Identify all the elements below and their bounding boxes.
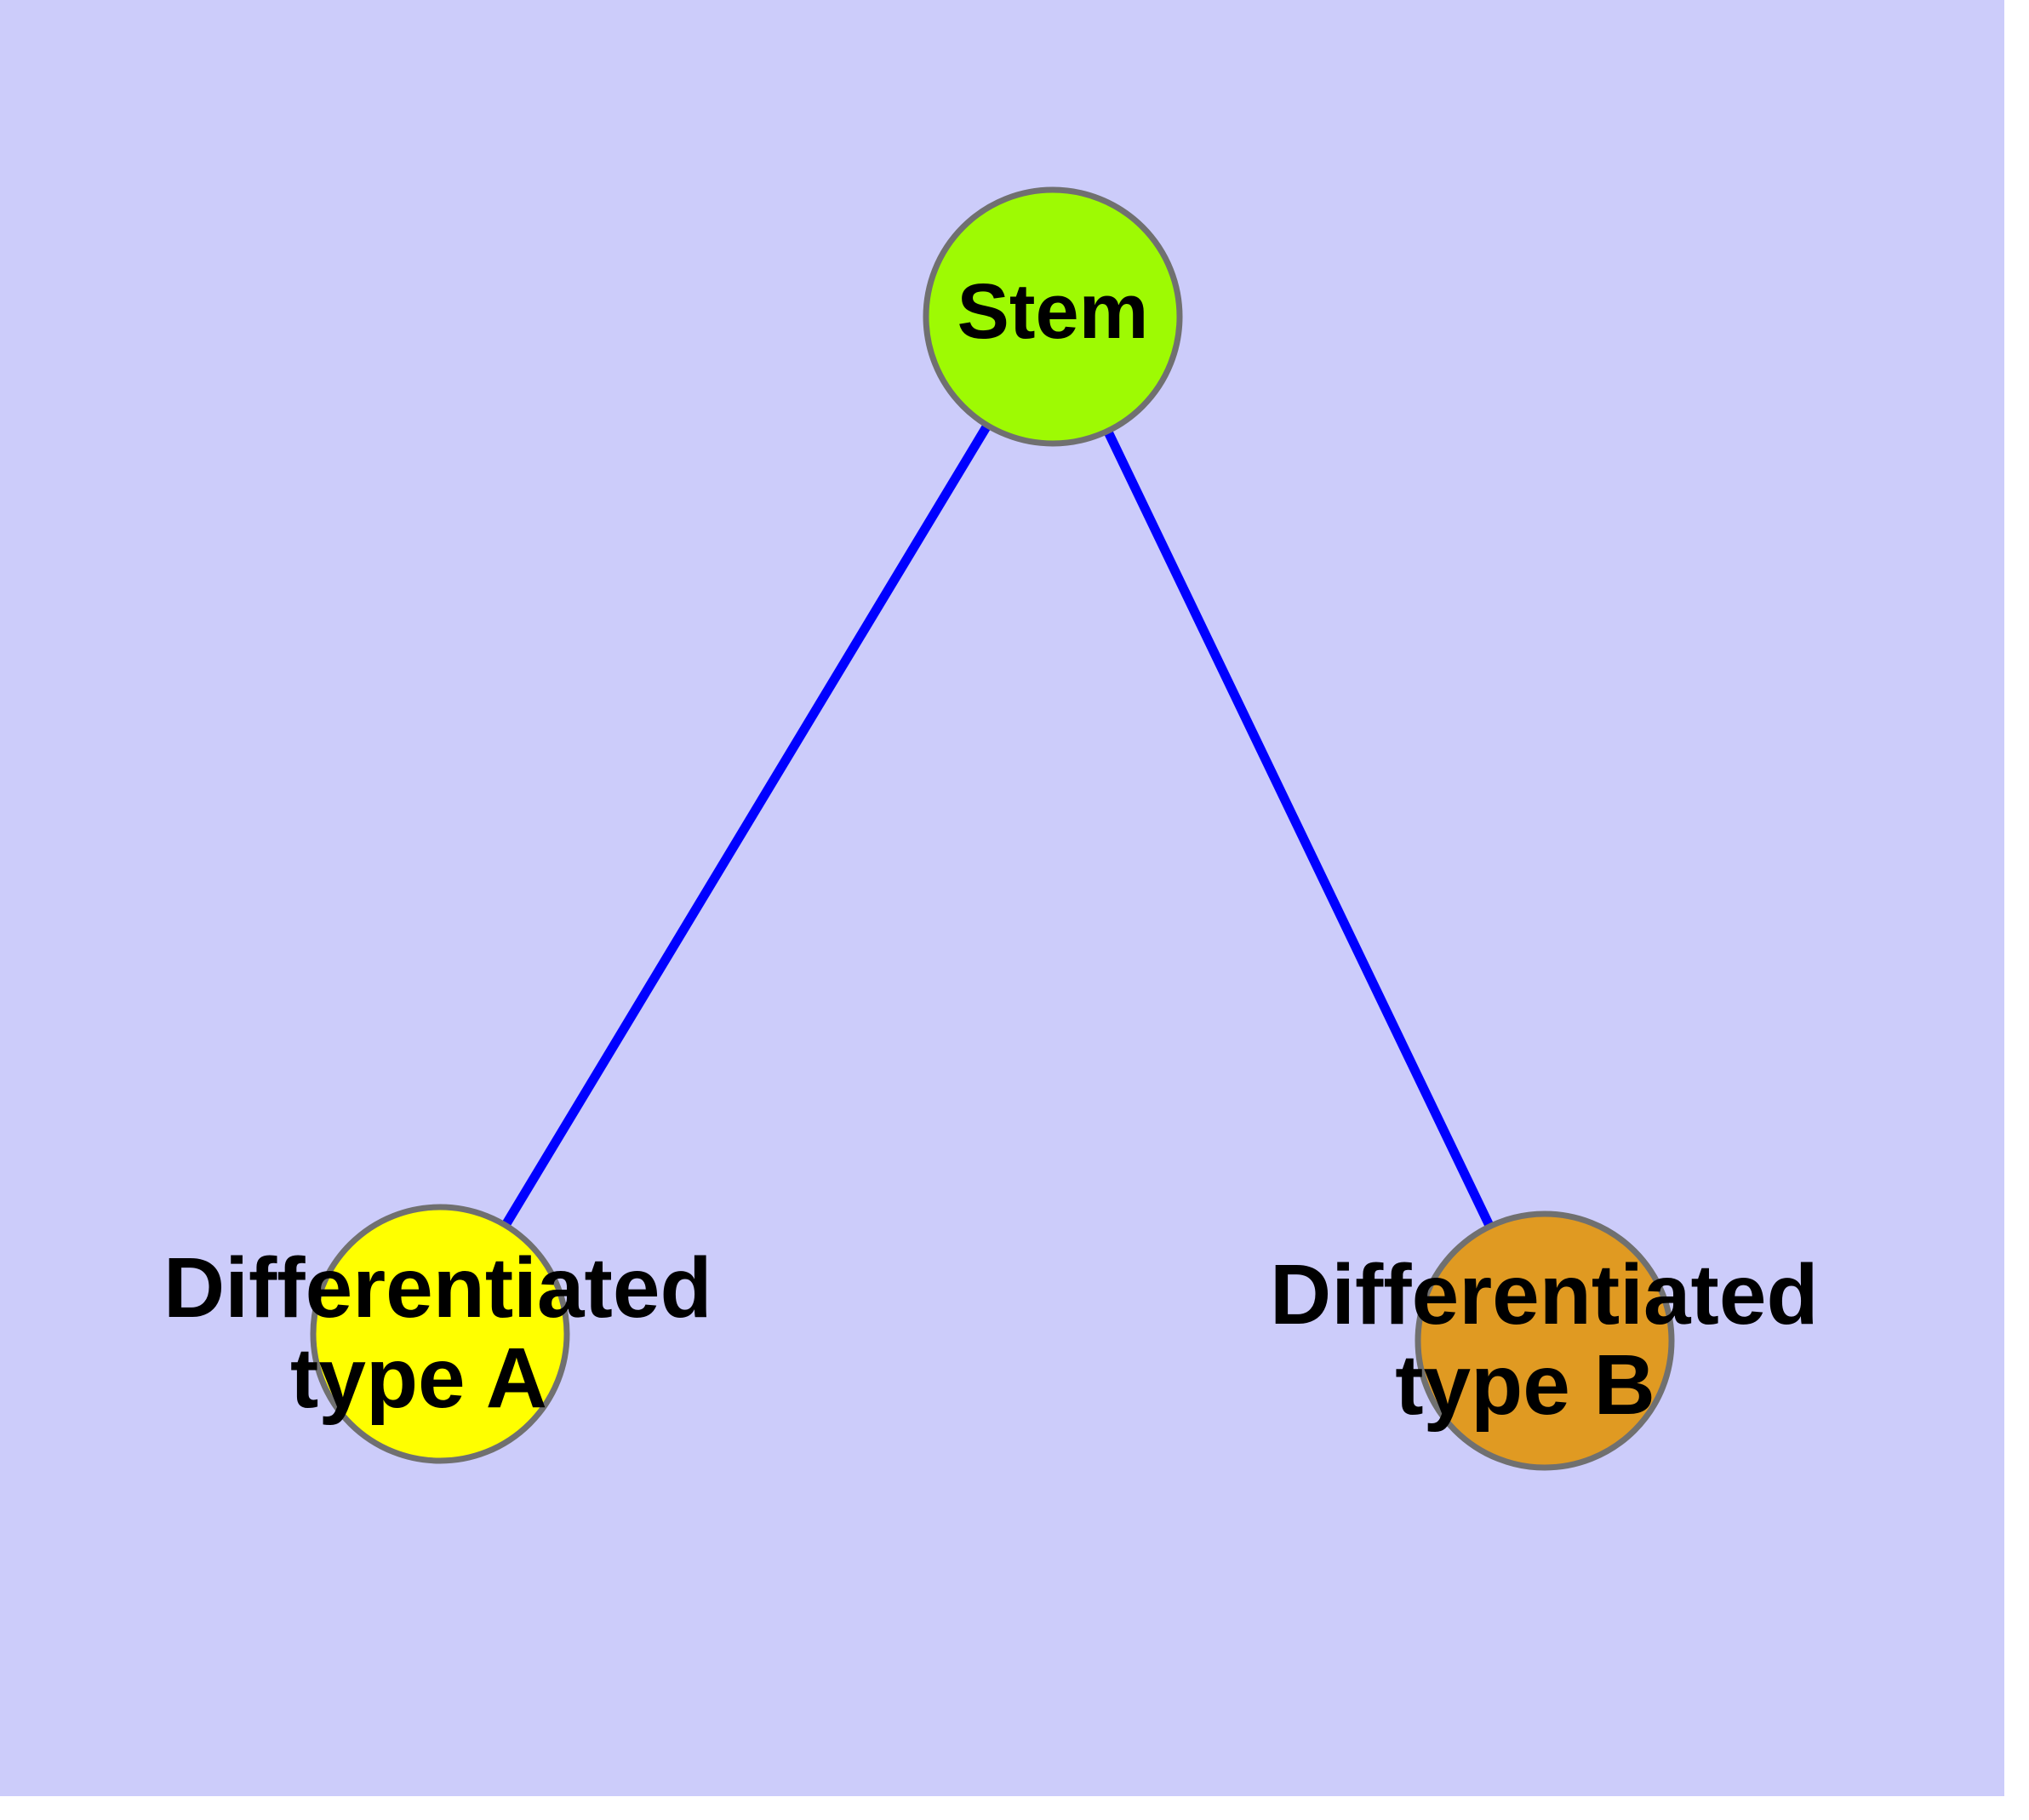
edge-stem-to-differentiated-type-b (1104, 431, 1494, 1227)
graph-svg (310, 186, 1675, 1471)
node-differentiated-type-b[interactable] (1415, 1210, 1675, 1471)
edge-stem-to-differentiated-type-a (502, 425, 991, 1226)
node-stem[interactable] (923, 186, 1183, 447)
node-layer (310, 186, 1675, 1471)
edge-layer (502, 425, 1494, 1227)
node-differentiated-type-a[interactable] (310, 1204, 570, 1464)
